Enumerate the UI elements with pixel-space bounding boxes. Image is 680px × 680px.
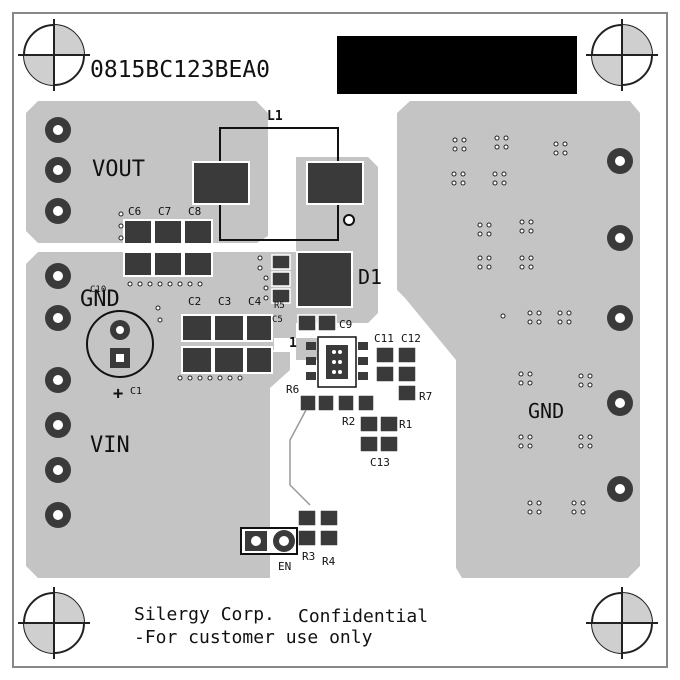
label-polarity: + (113, 384, 123, 404)
cap-c9-pad1 (297, 314, 317, 332)
refdes-c13: C13 (370, 456, 390, 469)
inductor-pad-right (306, 161, 364, 205)
refdes-r2: R2 (342, 415, 355, 428)
refdes-r3: R3 (302, 550, 315, 563)
copper-vout (26, 101, 268, 243)
label-pin1: 1 (289, 336, 297, 351)
footer-line2: -For customer use only (134, 627, 373, 648)
label-gnd-left: GND (80, 287, 120, 312)
diode-body (296, 251, 353, 308)
en-trace (289, 409, 311, 506)
copper-vin (26, 352, 290, 578)
ic-u1 (306, 336, 368, 388)
refdes-c3: C3 (218, 295, 231, 308)
resistor-r3-r4 (297, 509, 339, 547)
cap-array-input (181, 314, 273, 374)
refdes-c12: C12 (401, 332, 421, 345)
via-arrays (451, 135, 593, 515)
refdes-c10: C10 (90, 285, 106, 295)
cap-column (271, 254, 291, 304)
resistor-row-r6-r2 (299, 394, 375, 412)
label-block (337, 36, 577, 94)
footer-line1-company: Silergy Corp. (134, 604, 275, 625)
refdes-r4: R4 (322, 555, 336, 568)
refdes-r6: R6 (286, 383, 299, 396)
refdes-r7: R7 (419, 390, 432, 403)
refdes-r5: R5 (274, 301, 285, 311)
refdes-c6: C6 (128, 205, 141, 218)
refdes-c5: C5 (272, 315, 283, 325)
refdes-c11: C11 (374, 332, 394, 345)
label-vout: VOUT (92, 157, 145, 182)
label-gnd-right: GND (528, 399, 564, 423)
refdes-c1: C1 (130, 386, 142, 397)
en-header[interactable] (240, 527, 298, 555)
copper-gnd-right (397, 101, 640, 578)
cap-c13-r1 (359, 415, 399, 453)
label-en: EN (278, 560, 291, 573)
refdes-c9: C9 (339, 318, 352, 331)
refdes-c2: C2 (188, 295, 201, 308)
inductor-via (343, 214, 355, 226)
part-number: 0815BC123BEA0 (90, 57, 270, 83)
refdes-c8: C8 (188, 205, 201, 218)
inductor-pad-left (192, 161, 250, 205)
cap-c1 (86, 310, 154, 378)
via-dots-left (118, 211, 269, 381)
footer-line1-confidential: Confidential (298, 606, 428, 627)
fiducial-bottom-right (586, 587, 658, 659)
terminal-pads-left (45, 117, 71, 528)
fiducial-top-left (18, 19, 90, 91)
refdes-r1: R1 (399, 418, 412, 431)
fiducial-top-right (586, 19, 658, 91)
terminal-pads-right (607, 148, 633, 502)
cap-array-c11-c12 (375, 346, 417, 402)
fiducial-bottom-left (18, 587, 90, 659)
cap-c9-pad2 (317, 314, 337, 332)
refdes-c7: C7 (158, 205, 171, 218)
refdes-l1: L1 (267, 109, 283, 124)
refdes-c4: C4 (248, 295, 262, 308)
label-vin: VIN (90, 433, 130, 458)
cap-array-output (123, 219, 213, 277)
refdes-d1: D1 (358, 265, 382, 289)
